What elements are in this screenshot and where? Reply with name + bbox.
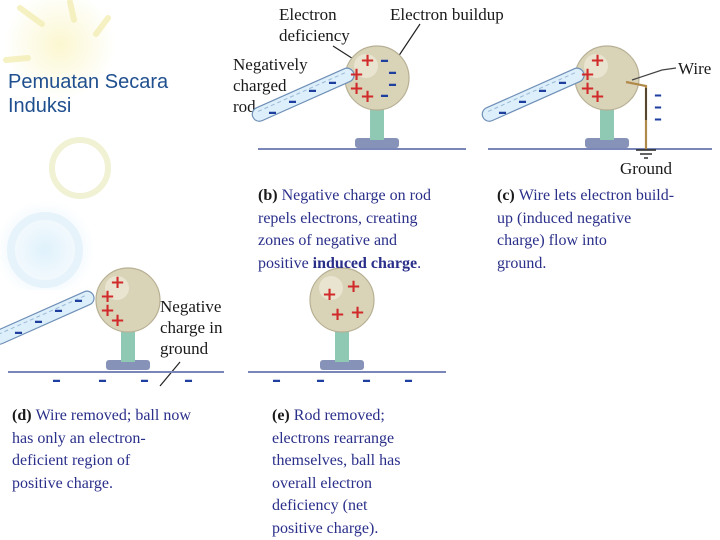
panel-c-wire-minus: – (654, 85, 662, 104)
panel-c-plus: + (580, 78, 595, 99)
panel-b-plus: + (349, 64, 364, 85)
caption-c-text: Wire lets electron build- up (induced ne… (497, 187, 675, 272)
panel-c-rod-minus: – (538, 80, 547, 101)
ground-symbol-icon (636, 149, 656, 159)
panel-c-wire-minus: – (654, 97, 662, 116)
caption-c-letter: (c) (497, 187, 515, 204)
caption-b-end: . (417, 254, 422, 272)
panel-d-ground-minus: – (98, 370, 107, 391)
panel-c-stand (600, 102, 614, 140)
panel-b-rod-minus: – (288, 91, 297, 112)
panel-d-ground-minus: – (140, 370, 149, 391)
caption-b-text: Negative charge on rod repels electrons,… (258, 187, 431, 272)
negatively-charged-rod-label: Negatively charged rod (233, 55, 308, 116)
panel-c-plus: + (590, 50, 605, 71)
caption-c: (c)Wire lets electron build- up (induced… (497, 185, 674, 275)
caption-b-keyword: induced charge (312, 254, 418, 272)
caption-d-text: Wire removed; ball now has only an elect… (12, 407, 191, 492)
caption-b: (b)Negative charge on rod repels electro… (258, 185, 431, 275)
panel-d-rod (0, 290, 95, 345)
panel-b-rod (251, 67, 355, 122)
panel-d-plus: + (100, 300, 115, 321)
panel-c-wire-minus: – (654, 109, 662, 128)
panel-e-ground-minus: – (362, 370, 371, 391)
electron-deficiency-label: Electron deficiency (279, 5, 350, 45)
caption-b-letter: (b) (258, 187, 278, 204)
panel-c-rod-minus: – (558, 72, 567, 93)
panel-d-rod-minus: – (54, 300, 63, 321)
panel-c-rod (481, 67, 585, 122)
panel-e-ground-minus: – (316, 370, 325, 391)
panel-c-rod-minus: – (498, 102, 507, 123)
panel-b-plus: + (360, 86, 375, 107)
panel-c-wire (631, 67, 677, 81)
panel-b-minus: – (380, 85, 389, 106)
panel-b-rod-minus: – (328, 72, 337, 93)
caption-d-letter: (d) (12, 407, 32, 424)
panel-b-rod-minus: – (308, 80, 317, 101)
panel-d-ground-minus: – (184, 370, 193, 391)
panel-b-stand (370, 102, 384, 140)
panel-e-ground-minus: – (404, 370, 413, 391)
panel-b-stand-base (355, 138, 399, 148)
panel-d-rod-minus: – (74, 290, 83, 311)
panel-d-stand (121, 324, 135, 362)
panel-d-ground-minus: – (52, 370, 61, 391)
panel-e-plus: + (330, 304, 345, 325)
caption-e-text: Rod removed; electrons rearrange themsel… (272, 407, 401, 537)
panel-d-plus: + (110, 272, 125, 293)
wire-label: Wire (678, 59, 712, 78)
caption-e: (e)Rod removed; electrons rearrange them… (272, 405, 400, 540)
panel-e-stand (335, 324, 349, 362)
ground-label: Ground (620, 159, 672, 178)
panel-c-plus: + (590, 86, 605, 107)
caption-e-letter: (e) (272, 407, 290, 424)
panel-e-plus: + (346, 276, 361, 297)
panel-b-minus: – (388, 62, 397, 83)
panel-d-rod-minus: – (14, 322, 23, 343)
caption-d: (d)Wire removed; ball now has only an el… (12, 405, 191, 495)
panel-e-ground-minus: – (272, 370, 281, 391)
panel-d-stand-base (106, 360, 150, 370)
electron-buildup-label: Electron buildup (390, 5, 504, 24)
negative-charge-in-ground-label: Negative charge in ground (160, 297, 223, 358)
panel-b-plus: + (349, 78, 364, 99)
panel-b-plus: + (360, 50, 375, 71)
panel-d-rod-minus: – (34, 311, 43, 332)
panel-c-rod-minus: – (518, 91, 527, 112)
panel-e-plus: + (350, 302, 365, 323)
panel-b-minus: – (388, 74, 397, 95)
panel-d-plus: + (110, 310, 125, 331)
panel-e-plus: + (322, 284, 337, 305)
background-decoration (0, 0, 240, 290)
slide-title: Pemuatan Secara Induksi (8, 71, 169, 117)
panel-c-plus: + (580, 64, 595, 85)
panel-d-plus: + (100, 286, 115, 307)
panel-b-rod-minus: – (268, 102, 277, 123)
panel-c-stand-base (585, 138, 629, 148)
panel-b-minus: – (380, 50, 389, 71)
panel-e-stand-base (320, 360, 364, 370)
